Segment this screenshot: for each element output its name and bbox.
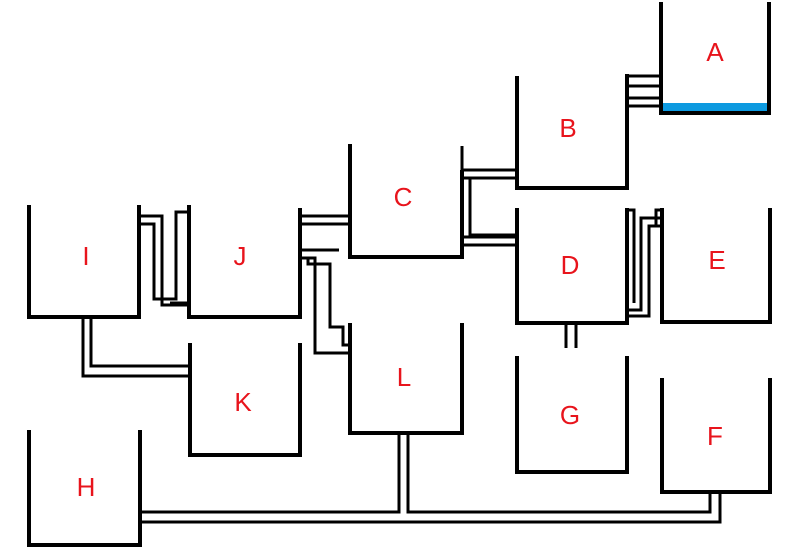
container-label-f: F [707, 421, 723, 451]
container-i: I [27, 205, 190, 378]
container-c: C [298, 144, 517, 259]
container-label-j: J [234, 241, 247, 271]
container-l: L [348, 323, 464, 435]
container-e: E [660, 208, 772, 324]
container-label-l: L [397, 362, 411, 392]
container-label-e: E [708, 245, 725, 275]
container-label-k: K [234, 387, 252, 417]
container-b: B [460, 74, 661, 190]
container-label-i: I [82, 241, 89, 271]
container-label-d: D [561, 250, 580, 280]
container-label-a: A [706, 37, 724, 67]
container-label-h: H [77, 472, 96, 502]
water-a [661, 103, 769, 111]
container-label-g: G [560, 400, 580, 430]
container-a: A [625, 2, 771, 115]
container-k: K [188, 343, 302, 457]
container-f: F [140, 378, 772, 524]
container-j: J [137, 205, 350, 355]
container-label-c: C [394, 182, 413, 212]
container-d: D [515, 208, 662, 348]
container-label-b: B [559, 113, 576, 143]
container-h: H [27, 430, 142, 547]
container-g: G [515, 356, 629, 474]
